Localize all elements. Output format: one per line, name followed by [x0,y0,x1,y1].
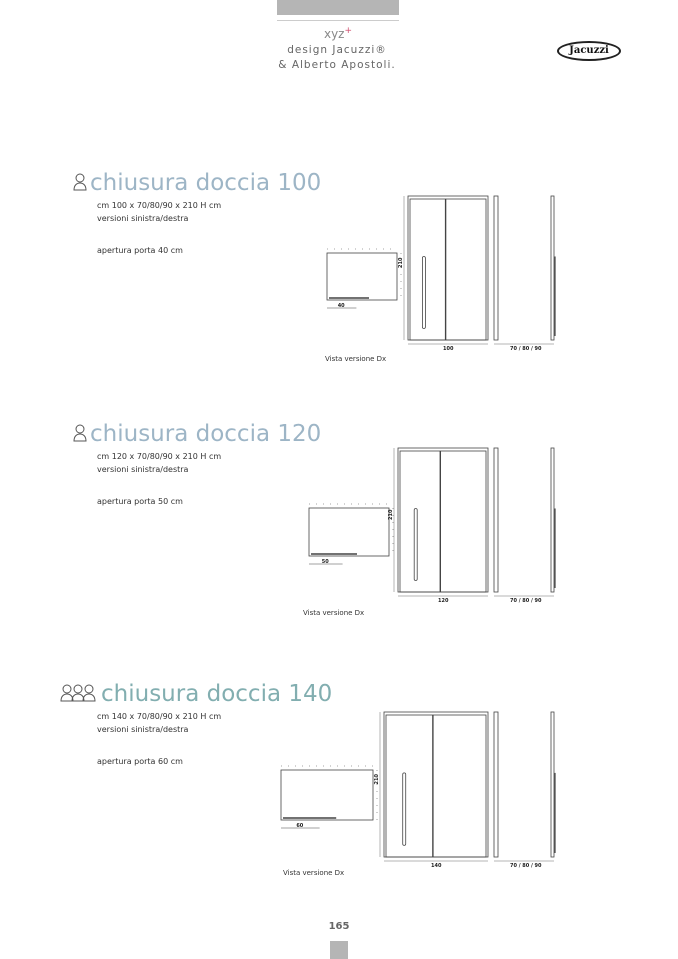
height-label: 210 [398,257,404,268]
section-title-text: chiusura doccia 120 [90,421,322,447]
spec-versions: versioni sinistra/destra [97,465,189,474]
spec-dimensions: cm 120 x 70/80/90 x 210 H cm [97,452,222,461]
spec-opening: apertura porta 40 cm [97,246,183,255]
width-label: 140 [431,863,442,869]
front-view [403,195,489,345]
spec-versions: versioni sinistra/destra [97,725,189,734]
depth-label: 70 / 80 / 90 [510,598,542,604]
header-bar [277,0,399,15]
depth-label: 70 / 80 / 90 [510,863,542,869]
spec-dimensions: cm 140 x 70/80/90 x 210 H cm [97,712,222,721]
credit-line-1: design Jacuzzi® [287,44,387,56]
depth-label: 70 / 80 / 90 [510,346,542,352]
section-title-text: chiusura doccia 100 [90,170,322,196]
drawing-caption: Vista versione Dx [283,869,345,877]
spec-dimensions: cm 100 x 70/80/90 x 210 H cm [97,201,222,210]
brand-mark: xyz+ [277,26,399,41]
side-view [493,447,556,597]
plan-view [280,765,378,829]
drawing-caption: Vista versione Dx [303,609,365,617]
section-title-text: chiusura doccia 140 [101,681,333,707]
technical-drawing: 50 210 120 70 / 80 / 90 [308,447,556,604]
spec-opening: apertura porta 60 cm [97,757,183,766]
jacuzzi-logo: Jacuzzi [557,41,621,61]
person-icon [73,173,87,191]
three-persons-icon [60,684,96,702]
front-view [393,447,489,597]
height-label: 210 [388,509,394,520]
door-width-label: 40 [338,303,345,309]
section-title: chiusura doccia 120 [73,421,321,447]
credit-line-2: & Alberto Apostoli. [278,59,396,71]
side-view [493,711,556,862]
front-view [379,711,489,862]
spec-versions: versioni sinistra/destra [97,214,189,223]
page-number: 165 [328,921,350,932]
technical-drawing: 40 210 100 70 / 80 / 90 [326,195,556,352]
width-label: 100 [443,346,454,352]
height-label: 210 [374,774,380,785]
plan-view [326,248,402,309]
brand-mark-text: xyz [323,27,345,41]
page-tab [330,941,348,959]
section-title: chiusura doccia 100 [73,170,321,196]
side-view [493,195,556,345]
spec-opening: apertura porta 50 cm [97,497,183,506]
drawing-caption: Vista versione Dx [325,355,387,363]
person-icon [73,424,87,442]
door-width-label: 50 [322,559,329,565]
door-width-label: 60 [296,823,303,829]
plan-view [308,503,394,565]
brand-mark-plus: + [344,26,353,36]
section-title: chiusura doccia 140 [60,681,332,707]
width-label: 120 [438,598,449,604]
technical-drawing: 60 210 140 70 / 80 / 90 [280,711,556,869]
divider [277,20,399,21]
